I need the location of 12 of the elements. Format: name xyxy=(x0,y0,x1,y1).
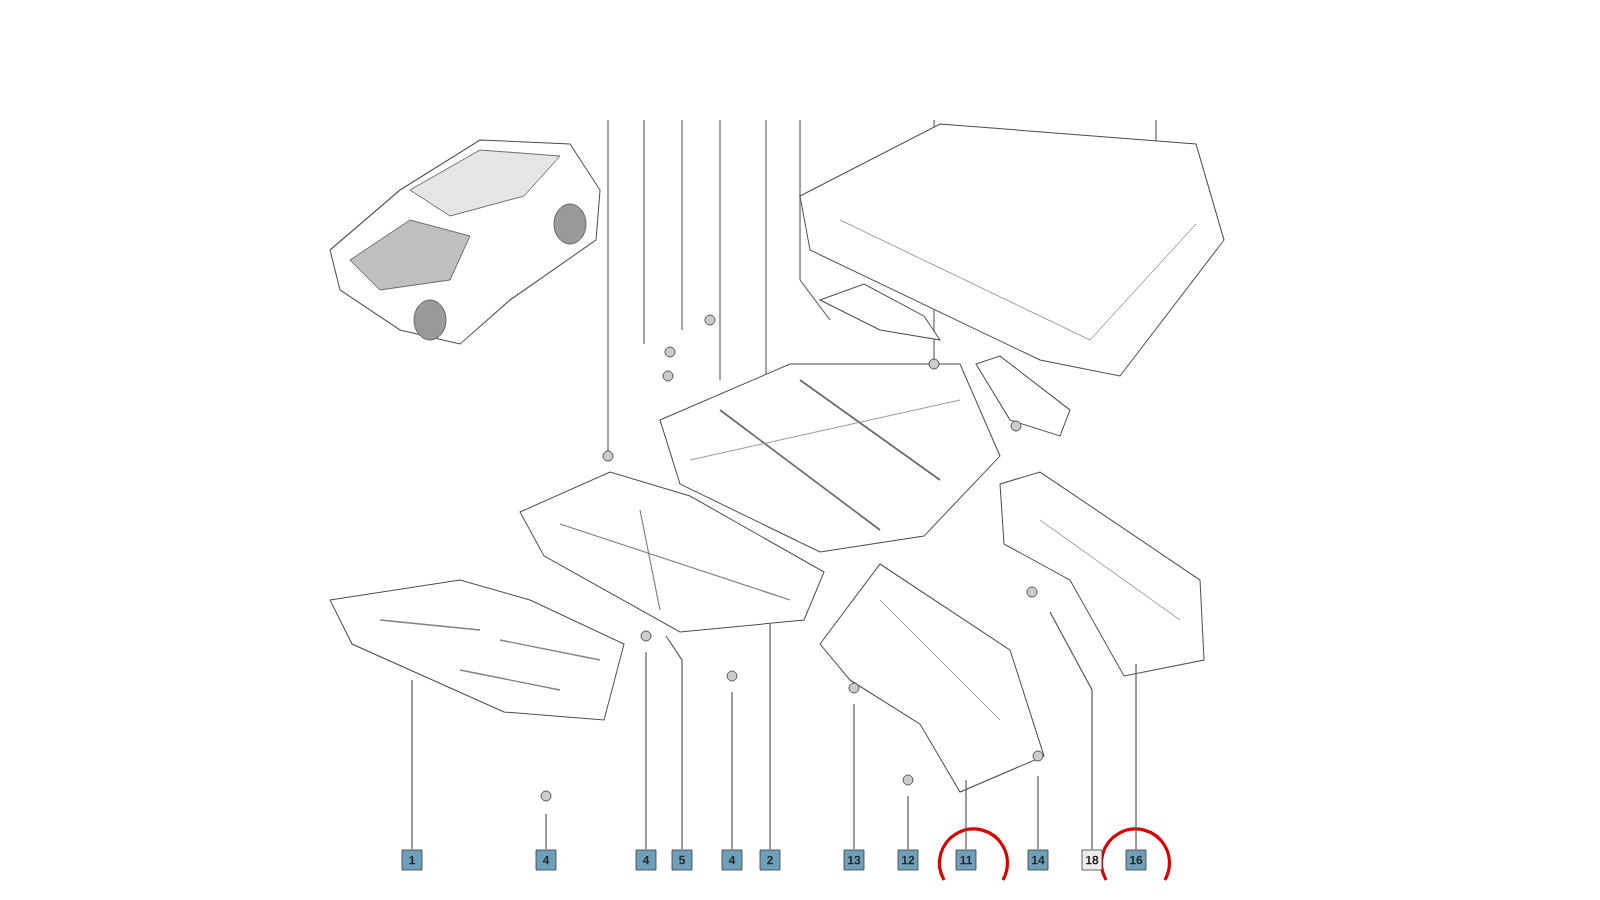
leader-line xyxy=(545,813,547,851)
leader-line xyxy=(1135,663,1137,851)
leader-line xyxy=(665,635,683,851)
leader-line xyxy=(769,623,771,851)
leader-line xyxy=(1037,775,1039,851)
leader-line xyxy=(1049,611,1093,851)
leader-line xyxy=(411,679,413,851)
leader-line xyxy=(907,795,909,851)
leader-line xyxy=(853,703,855,851)
leader-line xyxy=(965,779,967,851)
leader-line xyxy=(731,691,733,851)
leader-line xyxy=(645,651,647,851)
